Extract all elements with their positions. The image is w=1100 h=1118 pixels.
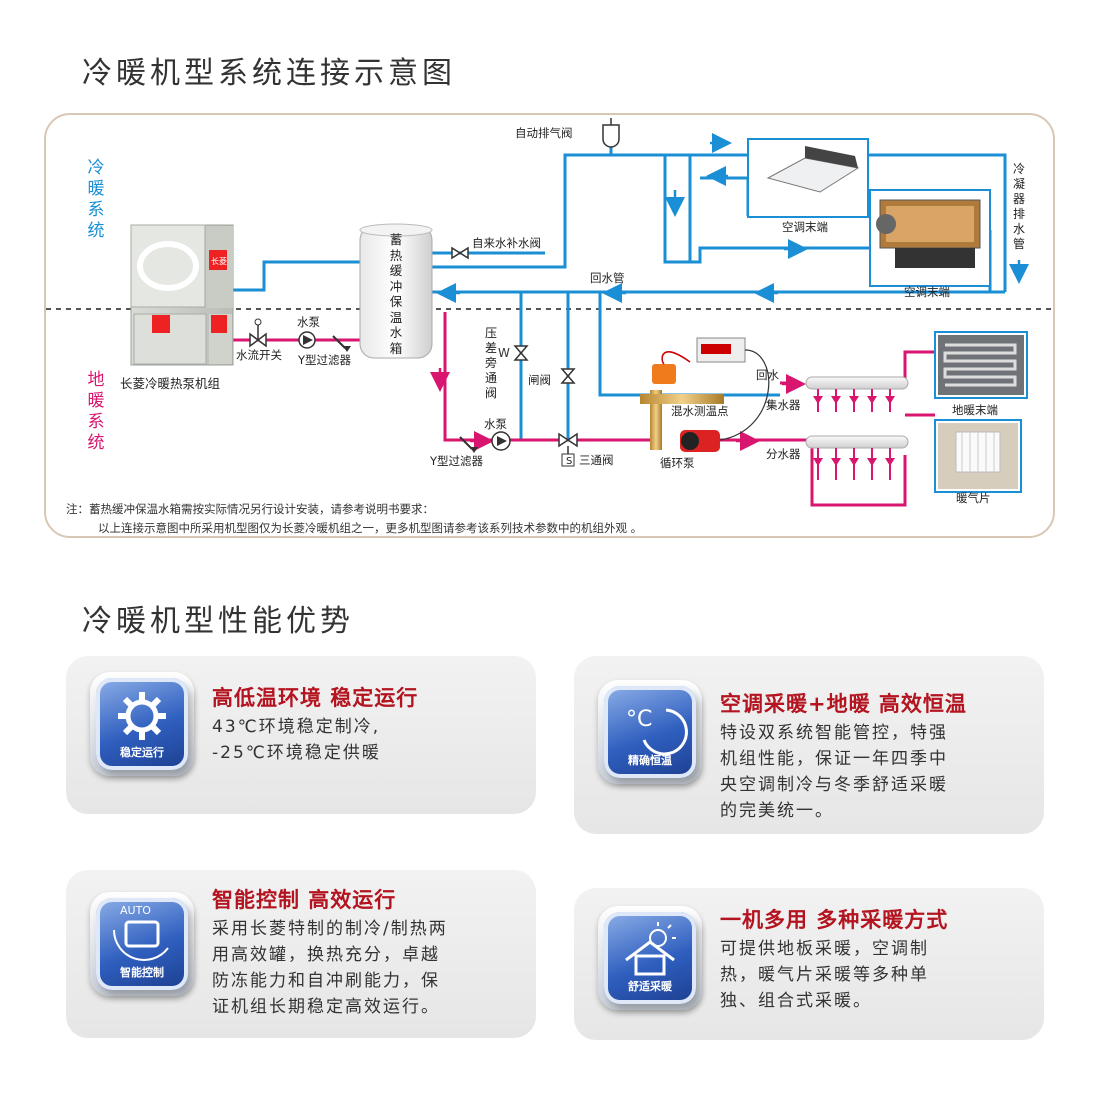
- mixing-valve-assembly: [640, 337, 770, 452]
- collector-manifold: [805, 376, 909, 412]
- label-auto-vent: 自动排气阀: [515, 126, 573, 140]
- page-title-diagram: 冷暖机型系统连接示意图: [82, 56, 456, 91]
- feature-icon-label: 舒适采暖: [628, 980, 672, 993]
- feature-title: 智能控制 高效运行: [212, 888, 397, 912]
- pink-flow-arrows: [430, 368, 806, 451]
- label-unit: 长菱冷暖热泵机组: [120, 376, 220, 391]
- label-return-pipe: 回水管: [590, 271, 625, 285]
- auto-vent-valve-icon: [602, 118, 620, 148]
- ac-terminal-1-image: [747, 138, 869, 218]
- feature-card-constant-temp: °C 精确恒温 空调采暖+地暖 高效恒温 特设双系统智能管控，特强 机组性能，保…: [574, 656, 1044, 834]
- auto-monitor-icon: AUTO 智能控制: [96, 898, 188, 990]
- label-brand: 长菱: [211, 256, 227, 266]
- feature-title: 一机多用 多种采暖方式: [720, 908, 949, 932]
- svg-text:W: W: [498, 346, 510, 360]
- label-collector: 集水器: [766, 398, 801, 412]
- label-radiator: 暖气片: [956, 491, 991, 505]
- feature-icon-label: 智能控制: [120, 966, 164, 979]
- label-floor-heating-system: 地暖系统: [87, 370, 105, 453]
- label-makeup-valve: 自来水补水阀: [472, 236, 541, 250]
- svg-text:°C: °C: [626, 707, 652, 732]
- label-y-filter-bottom: Y型过滤器: [429, 454, 484, 468]
- label-y-filter-top: Y型过滤器: [297, 353, 352, 367]
- ac-terminal-2-image: [869, 189, 991, 287]
- label-tank: 蓄热缓冲保温水箱: [389, 232, 403, 356]
- system-diagram: W 自动排气阀 空调末端 空调末端 自来水补水阀 回水管 水流开关 水泵 Y型过…: [46, 118, 1054, 507]
- feature-card-stable: 稳定运行 高低温环境 稳定运行 43℃环境稳定制冷, -25℃环境稳定供暖: [66, 656, 536, 814]
- gear-icon: 稳定运行: [96, 678, 188, 770]
- blue-flow-arrows: [436, 133, 1029, 303]
- label-three-way: 三通阀: [579, 453, 614, 467]
- label-floor-terminal: 地暖末端: [952, 403, 998, 417]
- label-return-water: 回水: [756, 368, 779, 382]
- label-ac-terminal-2: 空调末端: [904, 285, 950, 299]
- heat-pump-unit: [130, 224, 234, 366]
- label-flow-switch: 水流开关: [236, 348, 282, 362]
- radiator-image: [934, 419, 1022, 493]
- flow-switch-icon: [249, 318, 267, 348]
- feature-icon-label: 精确恒温: [628, 754, 672, 767]
- feature-card-multi-heating: 舒适采暖 一机多用 多种采暖方式 可提供地板采暖，空调制 热，暖气片采暖等多种单…: [574, 888, 1044, 1040]
- label-ac-terminal-1: 空调末端: [782, 220, 828, 234]
- label-circ-pump: 循环泵: [660, 456, 695, 470]
- label-mix-point: 混水测温点: [671, 404, 729, 418]
- page-title-features: 冷暖机型性能优势: [82, 604, 354, 639]
- feature-title: 高低温环境 稳定运行: [212, 686, 419, 710]
- label-cooling-heating-system: 冷暖系统: [87, 158, 105, 241]
- label-bypass-valve: 压差旁通阀: [484, 326, 497, 400]
- bypass-valve-icon: W: [498, 345, 529, 361]
- floor-heating-image: [934, 331, 1028, 399]
- label-pump-top: 水泵: [297, 315, 320, 329]
- distributor-manifold: [805, 435, 909, 480]
- feature-text: 43℃环境稳定制冷, -25℃环境稳定供暖: [212, 717, 381, 763]
- label-pump-bottom: 水泵: [484, 417, 507, 431]
- brand-logo-icon: [152, 250, 227, 333]
- y-filter-bottom-icon: [459, 436, 478, 453]
- feature-text: 特设双系统智能管控，特强 机组性能，保证一年四季中 央空调制冷与冬季舒适采暖 的…: [720, 723, 948, 821]
- thermometer-icon: °C 精确恒温: [604, 686, 696, 778]
- feature-title: 空调采暖+地暖 高效恒温: [720, 692, 967, 716]
- feature-text: 采用长菱特制的制冷/制热两 用高效罐，换热充分，卓越 防冻能力和自冲刷能力，保 …: [212, 919, 448, 1017]
- gate-valve-icon: [560, 368, 576, 384]
- label-distributor: 分水器: [766, 447, 801, 461]
- pump-top-icon: [298, 331, 316, 349]
- label-condensate: 冷凝器排水管: [1012, 162, 1025, 251]
- label-s-mark: S: [566, 456, 572, 467]
- diagram-note-2: 以上连接示意图中所采用机型图仅为长菱冷暖机组之一，更多机型图请参考该系列技术参数…: [98, 521, 643, 535]
- auto-text: AUTO: [120, 904, 151, 917]
- makeup-valve-icon: [451, 246, 469, 260]
- feature-card-smart-control: AUTO 智能控制 智能控制 高效运行 采用长菱特制的制冷/制热两 用高效罐，换…: [66, 870, 536, 1038]
- feature-text: 可提供地板采暖，空调制 热，暖气片采暖等多种单 独、组合式采暖。: [720, 939, 929, 1011]
- buffer-tank: [359, 223, 433, 359]
- pump-bottom-icon: [491, 431, 511, 451]
- y-filter-top-icon: [332, 335, 351, 352]
- feature-icon-label: 稳定运行: [120, 746, 164, 759]
- house-sun-icon: 舒适采暖: [604, 912, 696, 1004]
- diagram-note-1: 注：蓄热缓冲保温水箱需按实际情况另行设计安装，请参考说明书要求：: [66, 502, 434, 516]
- three-way-valve-icon: [558, 432, 578, 467]
- label-gate-valve: 闸阀: [528, 373, 551, 387]
